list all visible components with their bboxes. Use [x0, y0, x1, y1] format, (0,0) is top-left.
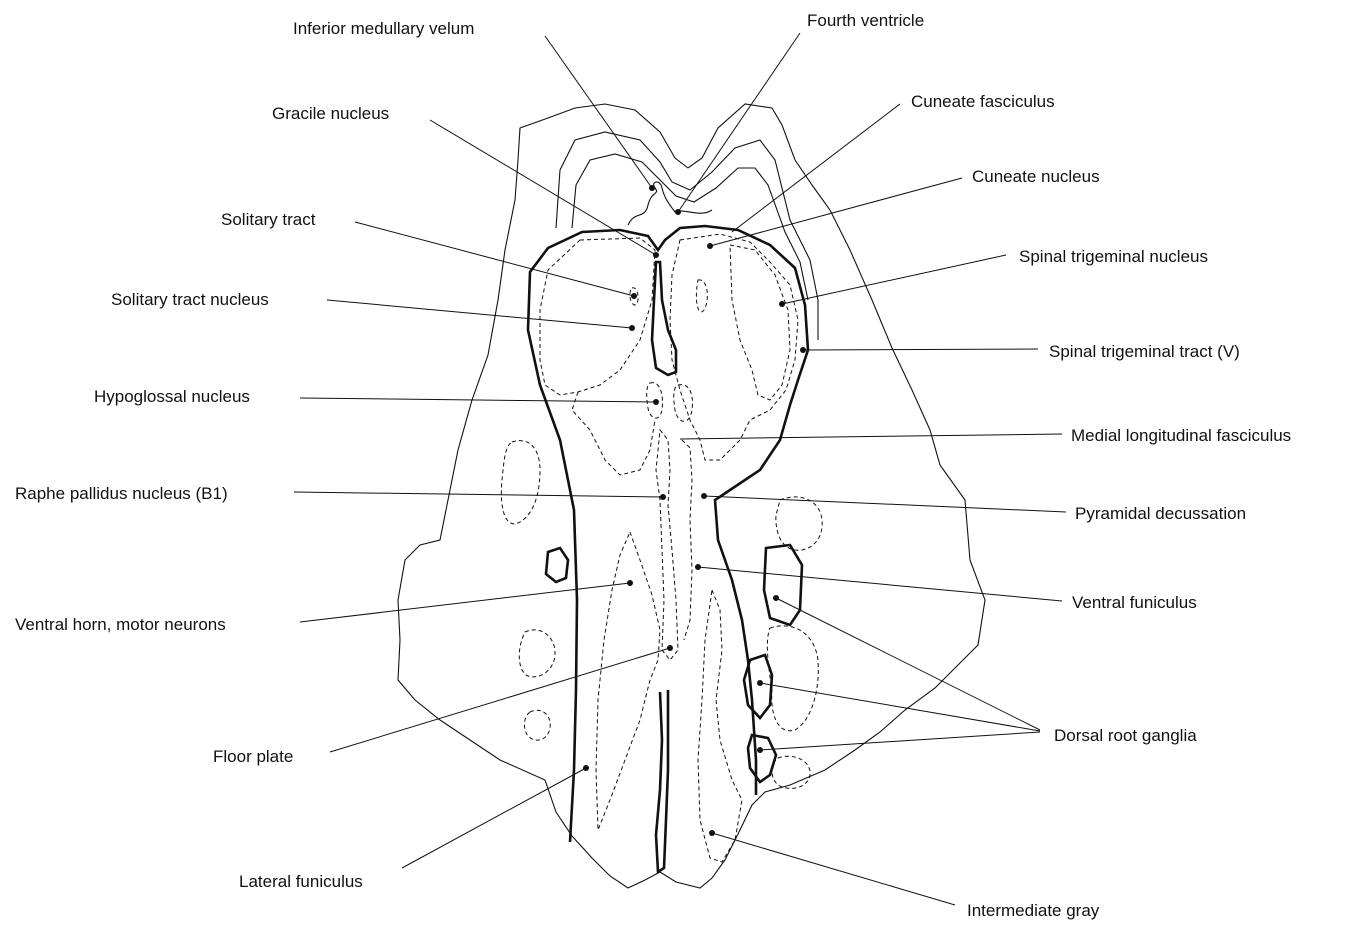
- leader-pyramidal-decussation: [704, 496, 1066, 512]
- dot-solitary-tract-nucleus: [629, 325, 635, 331]
- lateral-oval-6: [772, 756, 810, 788]
- gracile-region: [540, 238, 655, 395]
- dot-ventral-funiculus: [695, 564, 701, 570]
- leader-intermediate-gray: [712, 833, 955, 905]
- lateral-oval-1: [501, 441, 540, 524]
- hypoglossal-oval-right: [674, 385, 693, 422]
- right-ventral-region: [698, 590, 742, 862]
- dot-drg-1: [773, 595, 779, 601]
- dot-fourth-ventricle: [675, 209, 681, 215]
- ventral-horn-region: [596, 532, 660, 830]
- dot-ventral-horn: [627, 580, 633, 586]
- dot-spinal-trigeminal-nucleus: [779, 301, 785, 307]
- label-dorsal-root-ganglia: Dorsal root ganglia: [1054, 726, 1197, 745]
- leader-gracile-nucleus: [430, 120, 656, 255]
- dot-pyramidal-decussation: [701, 493, 707, 499]
- label-lateral-funiculus: Lateral funiculus: [239, 872, 363, 891]
- leader-lateral-funiculus: [402, 768, 586, 868]
- dot-spinal-trigeminal-tract: [800, 347, 806, 353]
- dot-cuneate-nucleus: [707, 243, 713, 249]
- cuneate-region: [670, 234, 798, 460]
- label-solitary-tract-nucleus: Solitary tract nucleus: [111, 290, 269, 309]
- label-pyramidal-decussation: Pyramidal decussation: [1075, 504, 1246, 523]
- leader-ventral-funiculus: [698, 567, 1062, 601]
- label-intermediate-gray: Intermediate gray: [967, 901, 1100, 920]
- label-spinal-trigeminal-nucleus: Spinal trigeminal nucleus: [1019, 247, 1208, 266]
- dot-drg-2: [757, 680, 763, 686]
- leader-drg-3: [760, 732, 1040, 750]
- ganglion-right-3: [748, 735, 776, 782]
- leader-floor-plate: [330, 648, 670, 752]
- dot-intermediate-gray: [709, 830, 715, 836]
- leader-spinal-trigeminal-tract: [803, 349, 1038, 350]
- lateral-oval-3: [519, 630, 555, 677]
- dot-gracile-nucleus: [653, 252, 659, 258]
- leader-hypoglossal-nucleus: [300, 398, 656, 402]
- lateral-oval-4: [767, 626, 818, 731]
- spinal-trigeminal-region: [730, 245, 790, 400]
- label-ventral-horn: Ventral horn, motor neurons: [15, 615, 226, 634]
- label-gracile-nucleus: Gracile nucleus: [272, 104, 389, 123]
- ganglion-right-2: [744, 655, 772, 718]
- labels: Inferior medullary velum Fourth ventricl…: [15, 11, 1291, 920]
- label-medial-longitudinal-fasciculus: Medial longitudinal fasciculus: [1071, 426, 1291, 445]
- dot-raphe-pallidus: [660, 494, 666, 500]
- label-fourth-ventricle: Fourth ventricle: [807, 11, 924, 30]
- leader-spinal-trigeminal-nucleus: [782, 255, 1006, 304]
- lateral-oval-2: [776, 497, 822, 550]
- ganglion-right-1: [764, 545, 802, 625]
- ganglion-left: [546, 548, 568, 582]
- label-cuneate-fasciculus: Cuneate fasciculus: [911, 92, 1055, 111]
- leader-cuneate-fasciculus: [732, 104, 900, 232]
- leader-drg-1: [776, 598, 1040, 730]
- left-gray-region: [572, 392, 655, 475]
- lateral-oval-5: [524, 710, 550, 740]
- dot-floor-plate: [667, 645, 673, 651]
- label-raphe-pallidus-nucleus: Raphe pallidus nucleus (B1): [15, 484, 228, 503]
- label-solitary-tract: Solitary tract: [221, 210, 316, 229]
- label-cuneate-nucleus: Cuneate nucleus: [972, 167, 1100, 186]
- leader-inferior-medullary-velum: [545, 36, 652, 188]
- dot-drg-3: [757, 747, 763, 753]
- leader-ventral-horn: [300, 583, 630, 622]
- leader-cuneate-nucleus: [710, 178, 962, 246]
- dorsal-contour-1: [556, 132, 818, 340]
- small-oval-1: [696, 280, 707, 312]
- dot-solitary-tract: [631, 293, 637, 299]
- leader-medial-longitudinal-fasciculus: [680, 434, 1062, 439]
- dot-lateral-funiculus: [583, 765, 589, 771]
- label-floor-plate: Floor plate: [213, 747, 293, 766]
- label-inferior-medullary-velum: Inferior medullary velum: [293, 19, 474, 38]
- ventral-median-fissure: [656, 690, 668, 872]
- label-hypoglossal-nucleus: Hypoglossal nucleus: [94, 387, 250, 406]
- leader-lines: [294, 33, 1066, 905]
- label-ventral-funiculus: Ventral funiculus: [1072, 593, 1197, 612]
- leader-solitary-tract: [355, 222, 634, 296]
- leader-raphe-pallidus: [294, 492, 663, 497]
- ventricle-membrane: [628, 182, 712, 225]
- label-spinal-trigeminal-tract: Spinal trigeminal tract (V): [1049, 342, 1240, 361]
- raphe-column-right: [682, 440, 692, 640]
- dot-inferior-medullary-velum: [649, 185, 655, 191]
- leader-solitary-tract-nucleus: [327, 300, 632, 328]
- dot-hypoglossal-nucleus: [653, 399, 659, 405]
